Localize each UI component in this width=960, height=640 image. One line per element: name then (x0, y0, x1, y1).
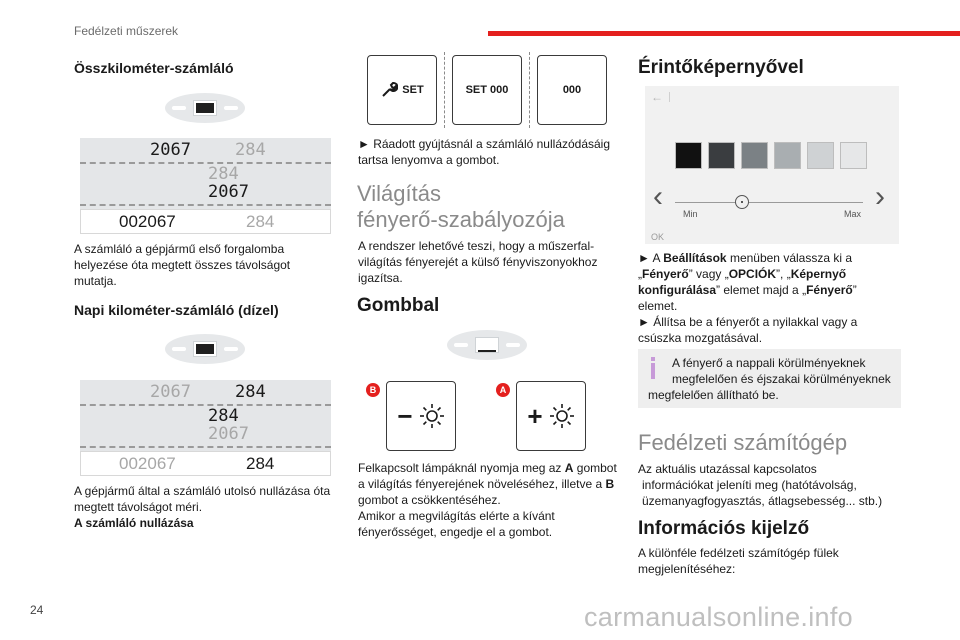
back-arrow-icon: ← (651, 90, 663, 104)
odo1-row2-total: 2067 (208, 182, 249, 202)
paragraph-info-display: A különféle fedélzeti számítógép fülek m… (638, 546, 839, 576)
set-button-illustration: SET (367, 55, 437, 125)
sun-icon (419, 404, 444, 428)
heading-odometer: Összkilométer-számláló (74, 60, 234, 76)
heading-brightness: Világítás fényerő-szabályozója (357, 181, 565, 232)
swatch (774, 142, 801, 169)
set-000-button-illustration: SET 000 (452, 55, 522, 125)
heading-trip-computer: Fedélzeti számítógép (638, 430, 848, 455)
odo2-row2-total: 2067 (208, 424, 249, 444)
paragraph-trip-computer: Az aktuális utazással kapcsolatos inform… (638, 462, 883, 508)
badge-b: B (366, 383, 380, 397)
reset-heading: A számláló nullázása (74, 516, 194, 530)
odo2-row3-trip: 284 (246, 454, 275, 473)
instrument-cluster-icon (165, 93, 245, 123)
ok-button[interactable]: OK (651, 232, 665, 242)
odo2-row2-trip: 284 (208, 406, 239, 426)
separator (669, 92, 670, 102)
slider-max-label: Max (844, 209, 862, 219)
badge-a: A (496, 383, 510, 397)
slider-thumb[interactable] (735, 195, 749, 209)
wrench-icon (382, 82, 399, 97)
swatch (807, 142, 834, 169)
heading-touchscreen: Érintőképernyővel (638, 57, 804, 78)
plus-icon: + (527, 401, 543, 431)
odo1-row3-total: 002067 (119, 212, 176, 231)
paragraph-settings: ► A Beállítások menüben válassza ki a „F… (638, 251, 858, 345)
odometer-display-1: 2067 284 284 2067 002067 284 (80, 138, 331, 234)
odo2-row1-trip: 284 (235, 382, 266, 402)
heading-info-display: Információs kijelző (638, 518, 810, 539)
info-note: A fényerő a nappali körülményeknek megfe… (638, 349, 901, 408)
odo1-row1-total: 2067 (150, 140, 191, 160)
paragraph-odometer: A számláló a gépjármű első forgalomba he… (74, 242, 291, 288)
separator (529, 52, 530, 128)
info-icon (651, 357, 655, 379)
paragraph-trip-meter: A gépjármű által a számláló utolsó nullá… (74, 483, 349, 531)
paragraph-button: Felkapcsolt lámpáknál nyomja meg az A go… (358, 461, 617, 539)
odo1-row3-trip: 284 (246, 212, 275, 231)
brightness-swatches (667, 142, 891, 172)
trip-reset-sequence: SET SET 000 000 (358, 52, 610, 128)
sun-icon (549, 404, 574, 428)
instrument-cluster-icon (165, 334, 245, 364)
heading-with-button: Gombbal (357, 295, 440, 316)
instrument-cluster-icon (447, 330, 527, 360)
brighten-button-a-illustration: + (516, 381, 586, 451)
swatch (741, 142, 768, 169)
odo1-row1-trip: 284 (235, 140, 266, 160)
swatch (675, 142, 702, 169)
slider-track[interactable] (675, 202, 863, 203)
odo2-row3-total: 002067 (119, 454, 176, 473)
minus-icon: − (397, 401, 413, 431)
header-accent-bar (488, 31, 960, 36)
touchscreen-illustration: ← ‹ › Min Max OK (645, 86, 899, 244)
odo2-row1-total: 2067 (150, 382, 191, 402)
chevron-right-icon[interactable]: › (875, 180, 885, 213)
chevron-left-icon[interactable]: ‹ (653, 180, 663, 213)
heading-trip-meter: Napi kilométer-számláló (dízel) (74, 302, 279, 318)
odometer-display-2: 2067 284 284 2067 002067 284 (80, 380, 331, 476)
watermark: carmanualsonline.info (584, 602, 853, 632)
paragraph-brightness: A rendszer lehetővé teszi, hogy a műszer… (358, 239, 598, 285)
000-button-illustration: 000 (537, 55, 607, 125)
odo1-row2-trip: 284 (208, 164, 239, 184)
running-header: Fedélzeti műszerek (74, 24, 179, 38)
swatch (840, 142, 867, 169)
page-number: 24 (30, 603, 44, 617)
dim-button-b-illustration: − (386, 381, 456, 451)
paragraph-hold: ► Ráadott gyújtásnál a számláló nullázód… (358, 137, 611, 167)
swatch (708, 142, 735, 169)
slider-min-label: Min (683, 209, 698, 219)
separator (444, 52, 445, 128)
